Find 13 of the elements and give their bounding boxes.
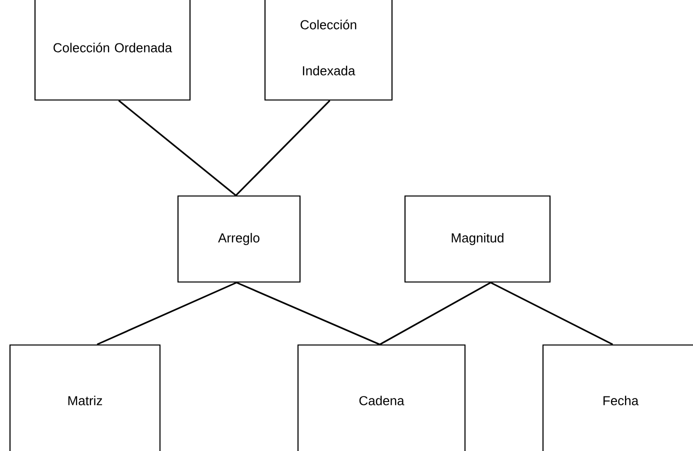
connector-line	[235, 100, 330, 196]
class-box: Magnitud	[404, 195, 551, 283]
class-box: Fecha	[542, 344, 693, 451]
connector-line	[490, 282, 614, 346]
connector-line	[96, 282, 237, 346]
connector-line	[379, 282, 492, 346]
class-box: Arreglo	[177, 195, 301, 283]
class-box: Cadena	[297, 344, 466, 451]
connector-line	[118, 100, 236, 196]
class-box: Colección Ordenada	[34, 0, 191, 101]
connector-line	[236, 282, 380, 346]
class-box: Colección Indexada	[264, 0, 393, 101]
class-box: Matriz	[9, 344, 161, 451]
